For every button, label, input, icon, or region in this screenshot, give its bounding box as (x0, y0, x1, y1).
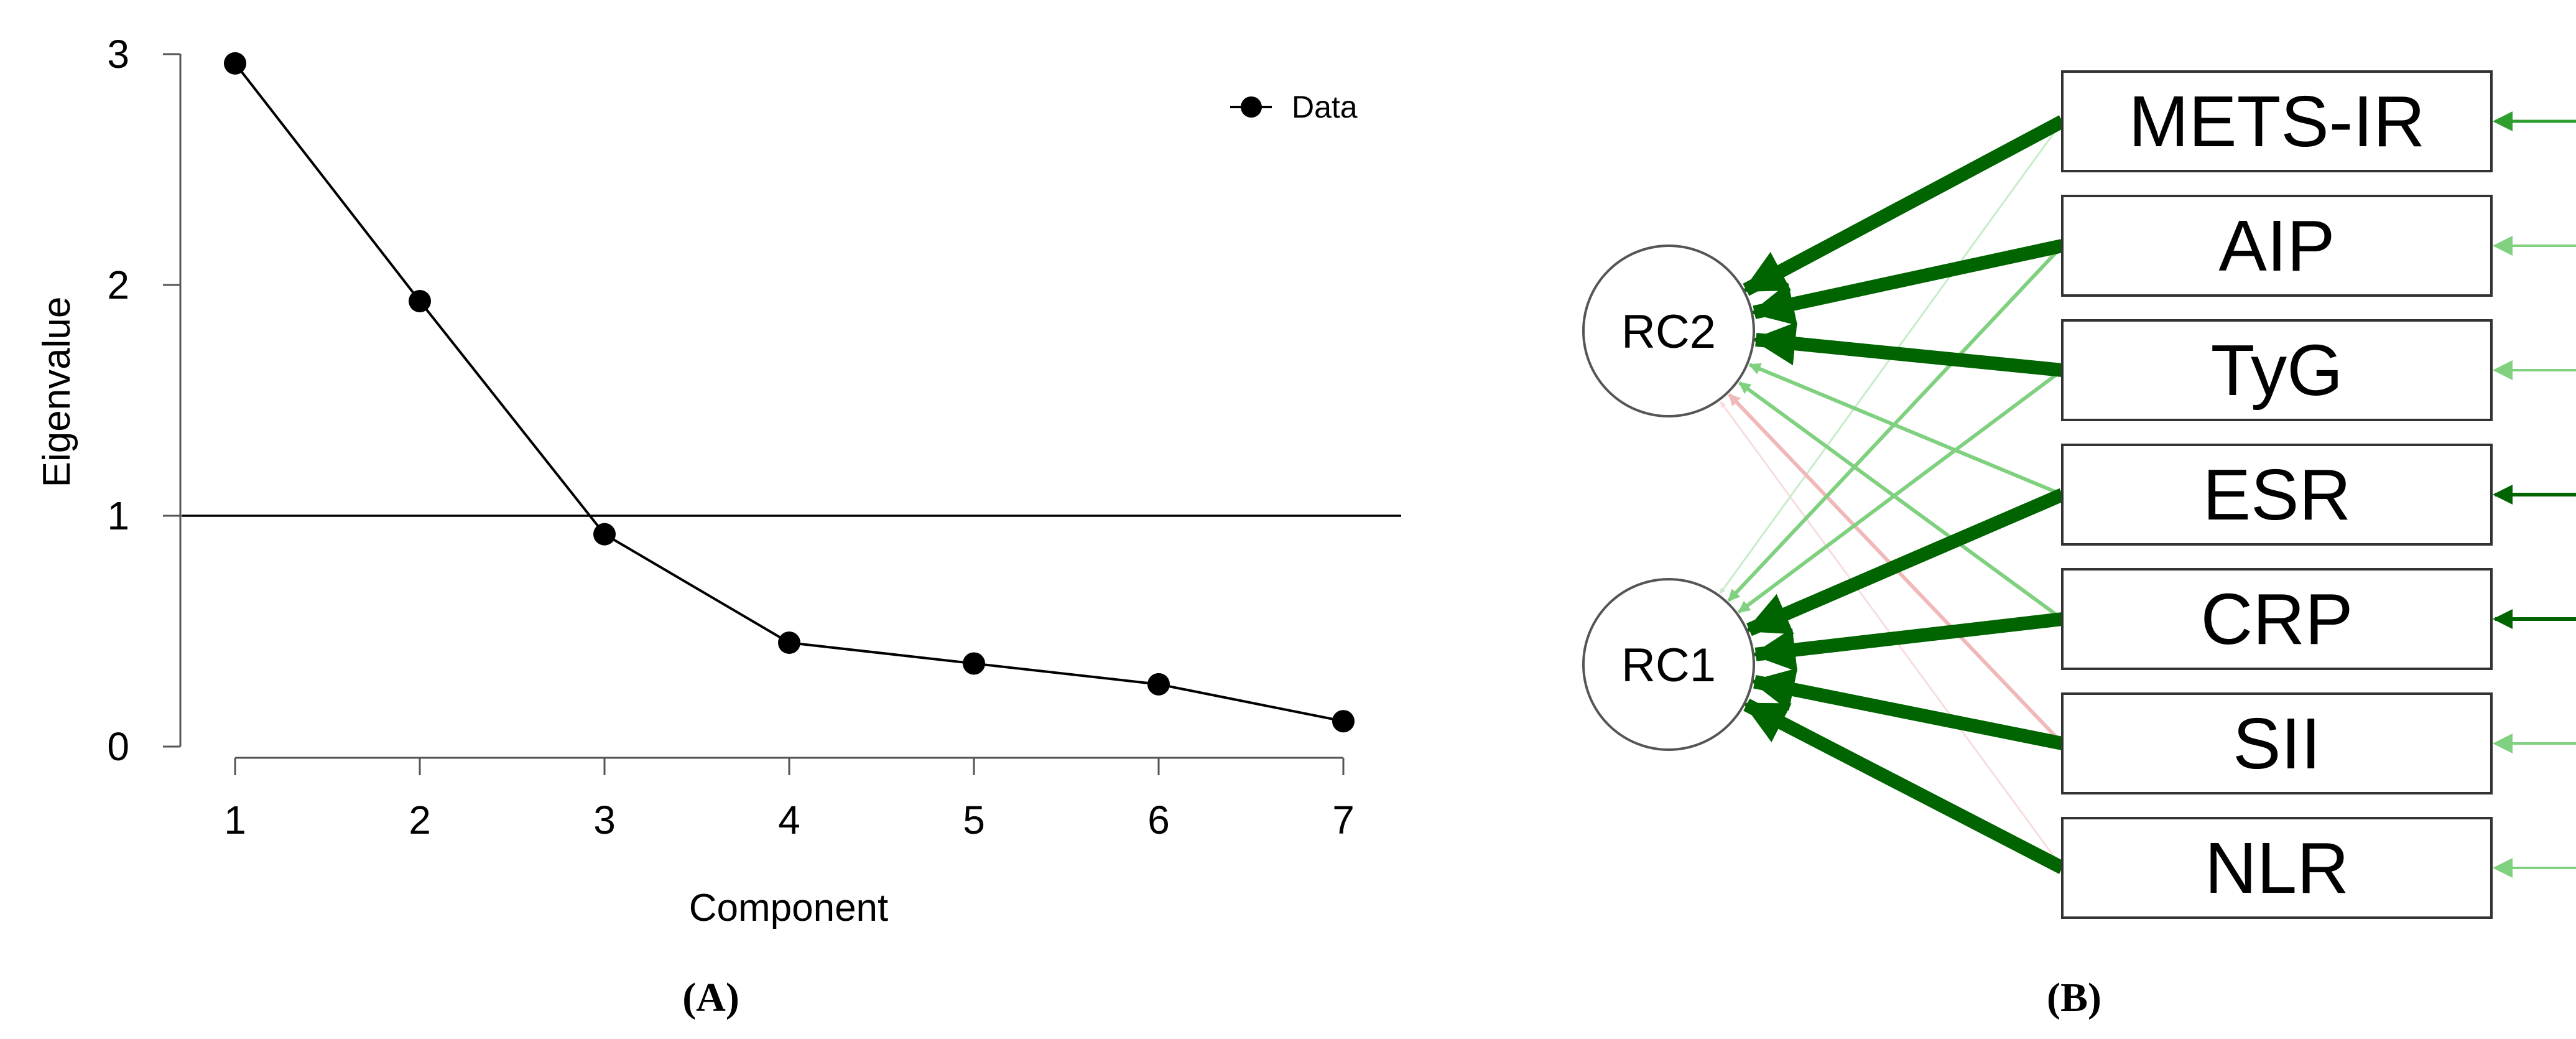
indicator-box (2061, 195, 2493, 297)
x-tick-label: 1 (224, 798, 246, 842)
y-tick-label: 1 (107, 493, 129, 538)
indicator-box (2061, 692, 2493, 794)
x-tick-label: 4 (778, 798, 800, 842)
legend-label: Data (1292, 90, 1358, 124)
residual-arrowhead (2493, 485, 2513, 505)
data-point (224, 52, 246, 75)
axes: 0 1 2 3 1 2 3 4 5 6 7 (107, 32, 1354, 842)
loading-path (1727, 244, 2064, 602)
indicator-box (2061, 319, 2493, 421)
factor-circle (1582, 245, 1755, 417)
data-points (224, 52, 1355, 733)
y-tick-label: 0 (107, 724, 129, 769)
x-tick-label: 7 (1332, 798, 1355, 842)
indicator-label: NLR (2205, 827, 2349, 908)
loading-path (1742, 115, 2066, 296)
factor-label: RC1 (1621, 639, 1716, 692)
x-tick-label: 5 (963, 798, 985, 842)
indicator-box (2061, 817, 2493, 919)
indicator-label: TyG (2211, 330, 2343, 411)
loading-path (1749, 239, 2064, 326)
residual-arrowhead (2493, 236, 2513, 256)
data-point (1332, 710, 1355, 733)
indicator-label: SII (2233, 703, 2321, 784)
indicator-box (2061, 70, 2493, 172)
loading-path (1745, 488, 2065, 636)
residual-arrowhead (2493, 734, 2513, 753)
factor-label: RC2 (1621, 305, 1716, 358)
residual-arrowhead (2493, 360, 2513, 380)
loading-path (1738, 381, 2064, 621)
indicator-label: METS-IR (2129, 81, 2425, 162)
loading-path (1751, 322, 2064, 377)
legend-point-marker (1241, 96, 1262, 118)
factor-circle (1582, 578, 1755, 751)
indicator-box (2061, 444, 2493, 546)
panel-b-caption: (B) (2047, 975, 2101, 1020)
panel-a-caption: (A) (682, 975, 739, 1020)
loading-path (1743, 698, 2066, 874)
loading-path (1750, 668, 2064, 750)
y-axis-label: Eigenvalue (35, 297, 78, 488)
loading-path (1751, 612, 2064, 672)
data-point (1147, 673, 1170, 696)
x-tick-label: 2 (409, 798, 431, 842)
residual-arrowhead (2493, 609, 2513, 629)
data-point (963, 652, 985, 675)
loading-paths (1719, 115, 2066, 874)
indicator-box (2061, 568, 2493, 670)
scree-plot: 0 1 2 3 1 2 3 4 5 6 7 Data Eigenvalue Component (35, 32, 1401, 930)
x-tick-label: 3 (593, 798, 616, 842)
legend: Data (1230, 90, 1358, 124)
loading-path (1748, 363, 2064, 496)
y-tick-label: 3 (107, 32, 129, 77)
indicator-label: ESR (2203, 454, 2351, 535)
x-axis-label: Component (689, 887, 889, 930)
data-point (409, 289, 431, 312)
residual-arrows (2493, 111, 2576, 878)
indicator-label: AIP (2219, 205, 2335, 286)
indicator-boxes: METS-IR AIP TyG ESR CRP SII NLR (2061, 70, 2493, 919)
data-point (593, 523, 616, 546)
data-point (778, 631, 800, 655)
x-tick-label: 6 (1147, 798, 1170, 842)
loading-path (1738, 368, 2064, 614)
residual-arrowhead (2493, 111, 2513, 131)
indicator-label: CRP (2201, 579, 2353, 659)
y-tick-label: 2 (107, 263, 129, 307)
residual-arrowhead (2493, 858, 2513, 878)
